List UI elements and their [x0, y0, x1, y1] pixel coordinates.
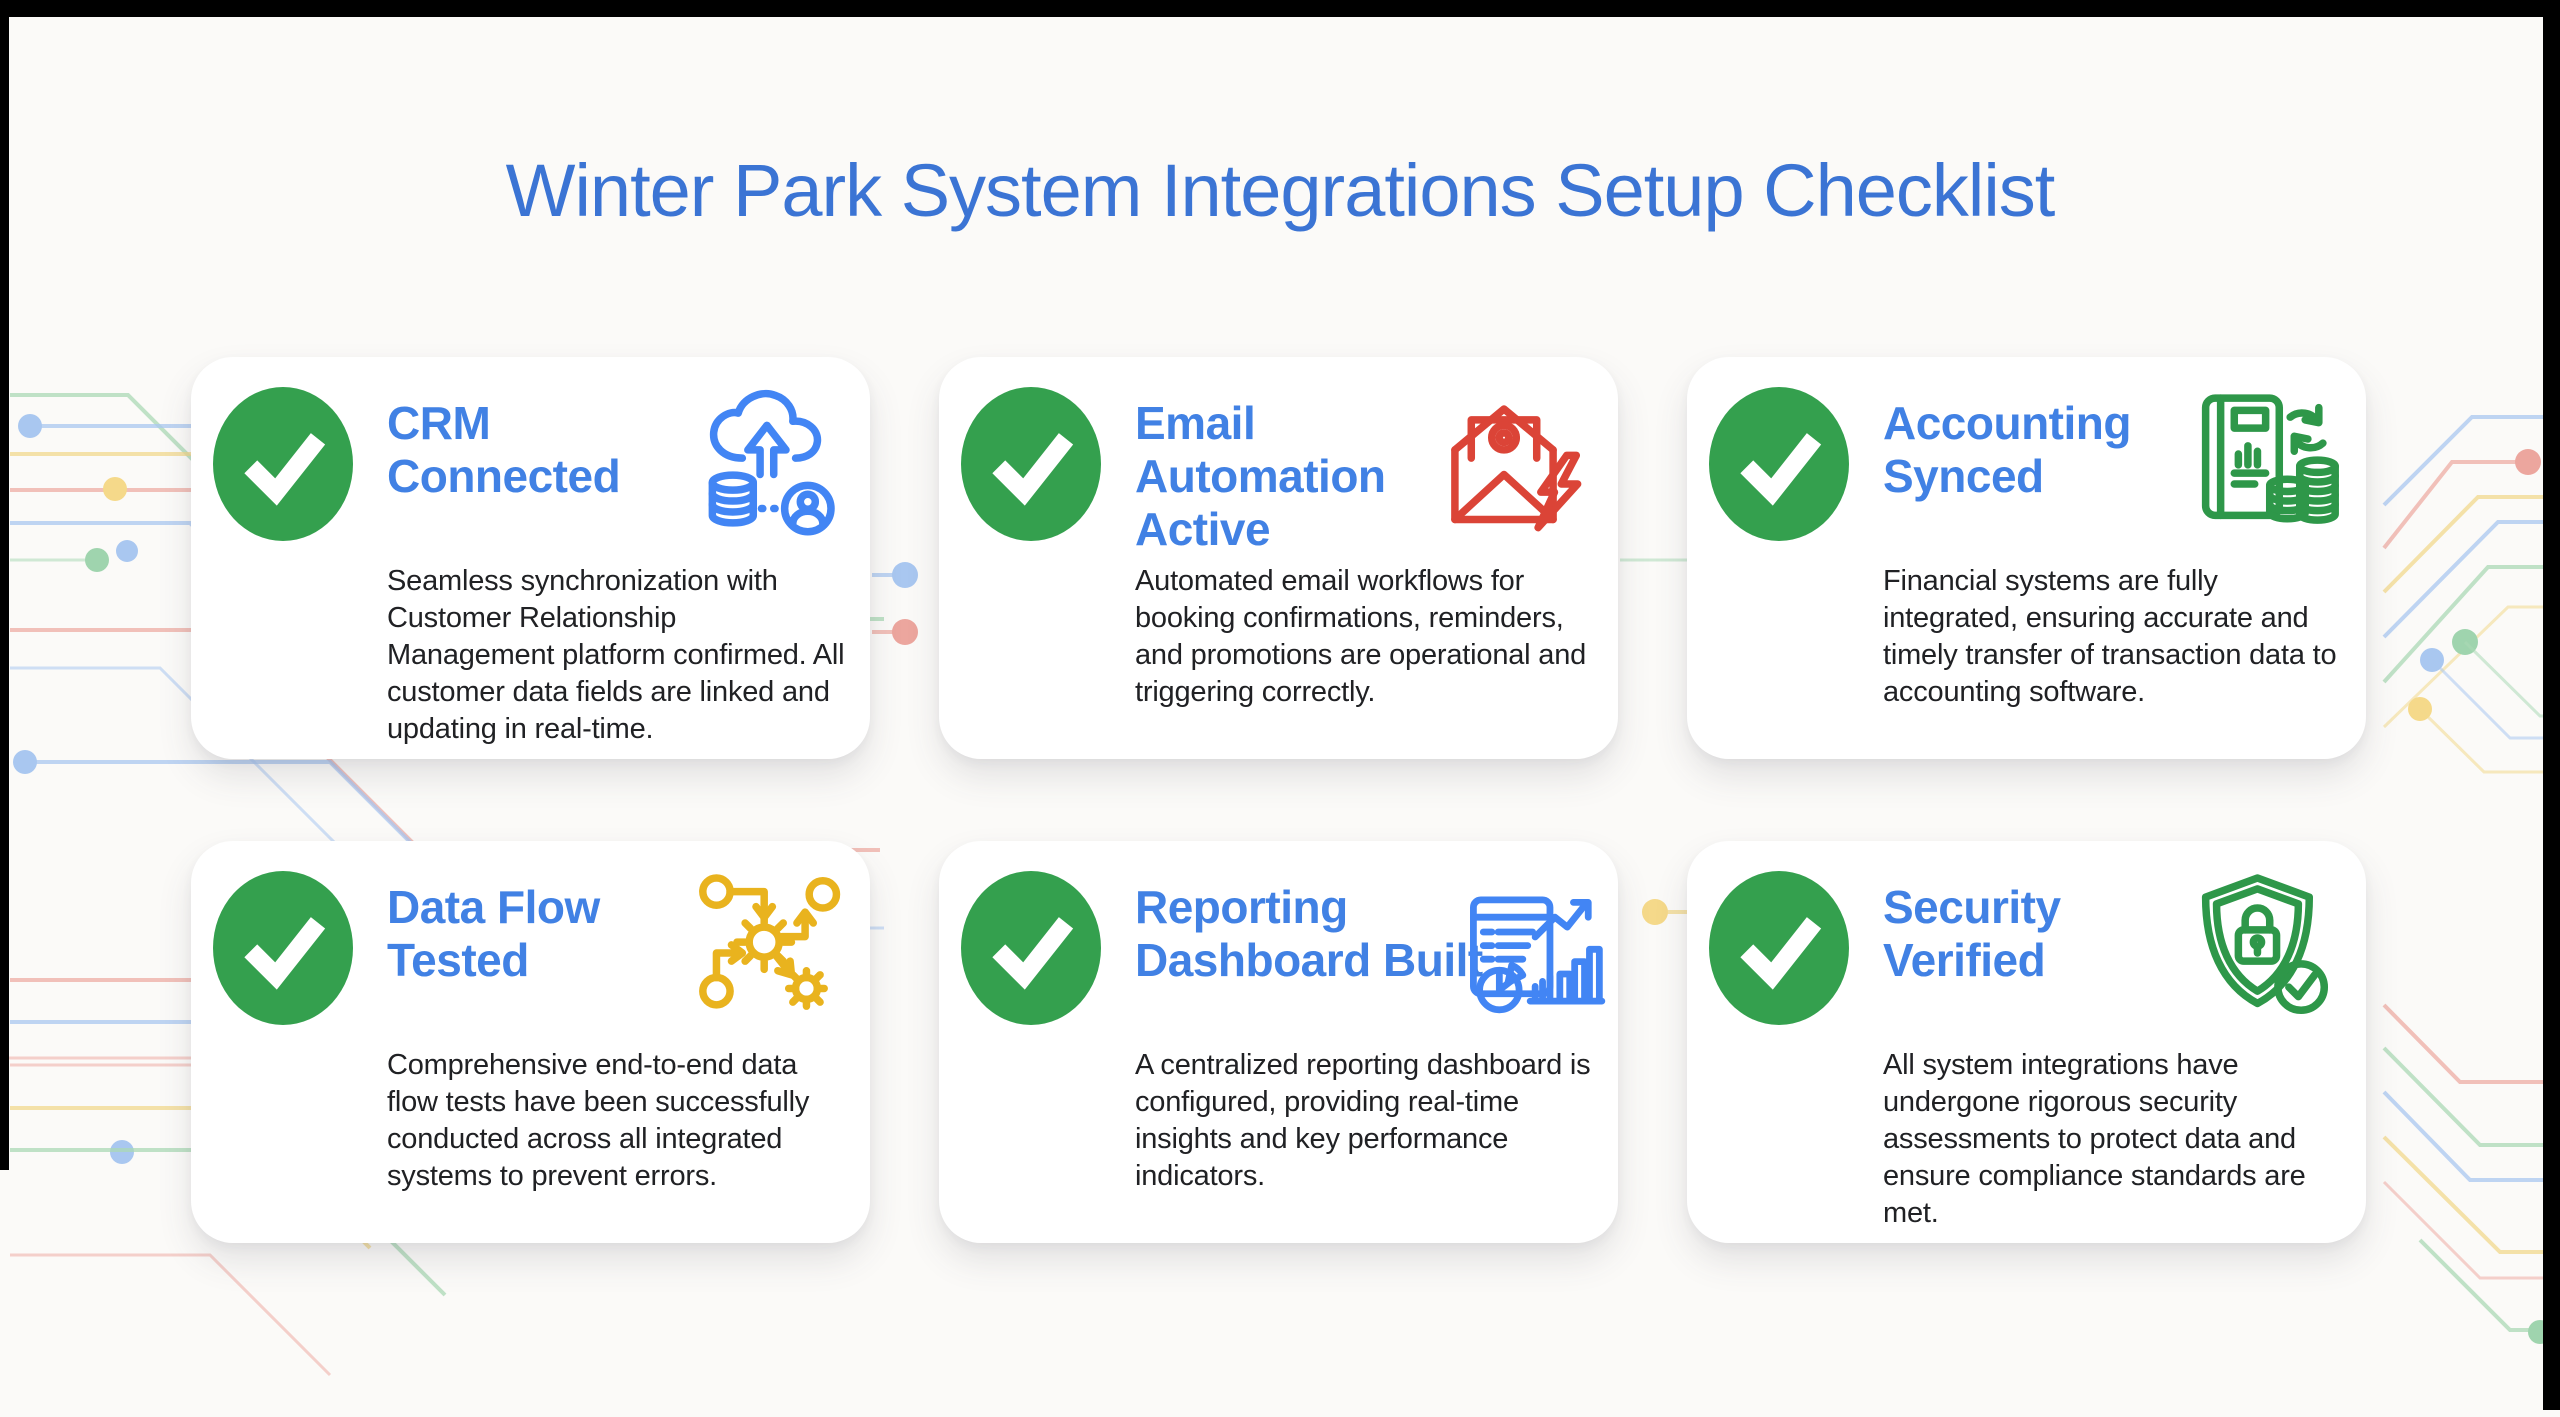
card-crm-connected: CRM Connected Seamless synchronization w… [191, 357, 870, 759]
letterbox-top-bar [0, 0, 2560, 17]
letterbox-right-bar [2543, 0, 2560, 1410]
page-title: Winter Park System Integrations Setup Ch… [505, 149, 2056, 232]
card-title: Data Flow Tested [387, 881, 600, 986]
card-description: All system integrations have undergone r… [1883, 1049, 2306, 1229]
card-description: Comprehensive end-to-end data flow tests… [387, 1049, 810, 1192]
check-circle-icon [213, 387, 353, 541]
check-circle-icon [1709, 387, 1849, 541]
card-email-automation-active: Email Automation Active Automated email … [939, 357, 1618, 759]
check-circle-icon [213, 871, 353, 1025]
reporting-dashboard-icon [1466, 867, 1608, 1039]
card-title: Email Automation Active [1135, 397, 1386, 555]
card-title: Security Verified [1883, 881, 2061, 986]
card-description: Seamless synchronization with Customer R… [387, 565, 845, 745]
card-reporting-dashboard-built: Reporting Dashboard Built [939, 841, 1618, 1243]
card-description: A centralized reporting dashboard is con… [1135, 1049, 1591, 1192]
letterbox-left-bar [0, 0, 9, 1170]
check-circle-icon [1709, 871, 1849, 1025]
accounting-sync-icon [2192, 383, 2342, 555]
check-circle-icon [961, 871, 1101, 1025]
card-security-verified: Security Verified All system integration… [1687, 841, 2366, 1243]
card-accounting-synced: Accounting Synced [1687, 357, 2366, 759]
check-circle-icon [961, 387, 1101, 541]
data-flow-icon [696, 867, 846, 1039]
email-automation-icon [1444, 383, 1594, 555]
card-description: Financial systems are fully integrated, … [1883, 565, 2337, 708]
card-title: Accounting Synced [1883, 397, 2131, 502]
card-description: Automated email workflows for booking co… [1135, 565, 1587, 708]
crm-cloud-sync-icon [696, 383, 846, 555]
checklist-grid: CRM Connected Seamless synchronization w… [191, 357, 2366, 1243]
security-shield-icon [2192, 867, 2342, 1039]
card-data-flow-tested: Data Flow Tested [191, 841, 870, 1243]
card-title: CRM Connected [387, 397, 621, 502]
card-title: Reporting Dashboard Built [1135, 881, 1483, 986]
